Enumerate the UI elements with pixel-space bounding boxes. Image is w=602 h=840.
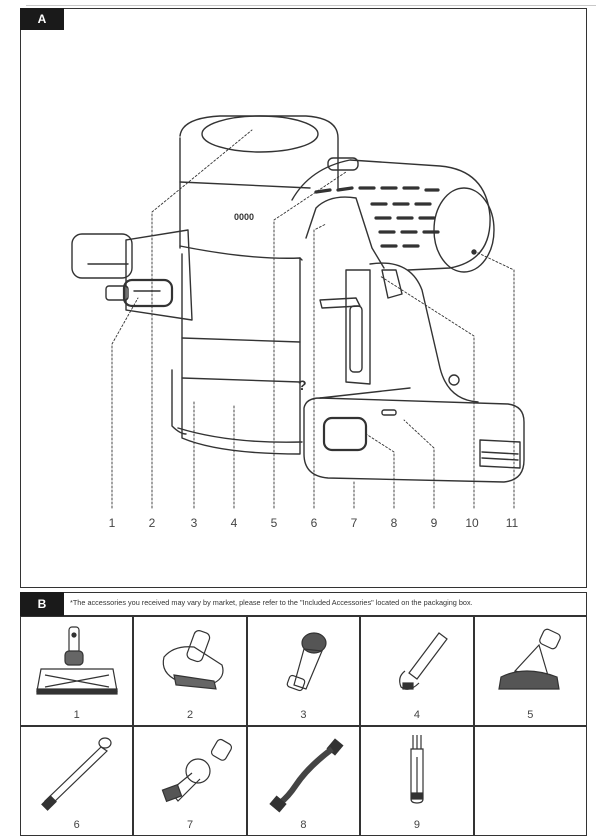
accessory-number: 2	[187, 709, 194, 721]
callout-9: 9	[430, 516, 438, 530]
inlet-tube	[71, 233, 133, 301]
dust-bin	[171, 253, 303, 455]
accessory-cell: 8	[246, 726, 361, 836]
section-b-tag: B	[20, 592, 64, 616]
callout-11: 11	[505, 516, 519, 530]
accessory-cell: 9	[360, 726, 474, 836]
section-a-panel	[20, 8, 587, 588]
battery-pack	[303, 397, 525, 483]
top-rule	[26, 5, 596, 6]
callout-3: 3	[190, 516, 198, 530]
accessory-number: 7	[187, 819, 194, 831]
callout-7: 7	[350, 516, 358, 530]
rear-filter-cap	[433, 187, 495, 273]
dusting-brush-icon	[497, 628, 561, 690]
callout-6: 6	[310, 516, 318, 530]
accessory-number: 5	[527, 709, 534, 721]
accessory-number: 3	[300, 709, 307, 721]
flexible-hose-icon	[269, 738, 344, 813]
accessory-number: 4	[413, 709, 420, 721]
callout-4: 4	[230, 516, 238, 530]
angle-adapter-icon	[162, 738, 233, 803]
cyclone-body: 0000	[179, 115, 339, 261]
crevice-tool-icon	[399, 632, 449, 690]
filter-symbol-icon: ?	[298, 377, 307, 393]
release-collar	[122, 229, 193, 321]
accessory-number: 9	[413, 819, 420, 831]
accessories-note: *The accessories you received may vary b…	[70, 598, 473, 607]
accessory-cell: 6	[20, 726, 134, 836]
accessory-cell: 7	[133, 726, 247, 836]
svg-text:0000: 0000	[234, 212, 254, 222]
accessory-number: 1	[73, 709, 80, 721]
section-a-tag: A	[20, 8, 64, 30]
accessory-cell: 5	[473, 616, 587, 726]
accessory-cell: 4	[360, 616, 474, 726]
accessory-cell: 1	[20, 616, 134, 726]
cleaning-brush-icon	[410, 735, 424, 804]
extension-wand-icon	[41, 737, 112, 811]
callout-8: 8	[390, 516, 398, 530]
accessories-grid: 1 2 3 4 5	[20, 616, 587, 836]
accessory-number: 6	[73, 819, 80, 831]
vacuum-diagram: 0000	[71, 115, 525, 509]
callout-1: 1	[108, 516, 116, 530]
mini-motorized-brush-icon	[163, 630, 224, 690]
accessory-cell-empty	[473, 726, 587, 836]
adapter-icon	[286, 632, 327, 692]
motor-grille	[314, 186, 440, 248]
callout-2: 2	[148, 516, 156, 530]
accessory-number: 8	[300, 819, 307, 831]
accessory-cell: 3	[246, 616, 361, 726]
floor-brush-icon	[36, 626, 118, 695]
callout-10: 10	[465, 516, 479, 530]
leader-lines	[111, 129, 515, 509]
callout-5: 5	[270, 516, 278, 530]
handle-motor	[291, 157, 491, 403]
accessory-cell: 2	[133, 616, 247, 726]
